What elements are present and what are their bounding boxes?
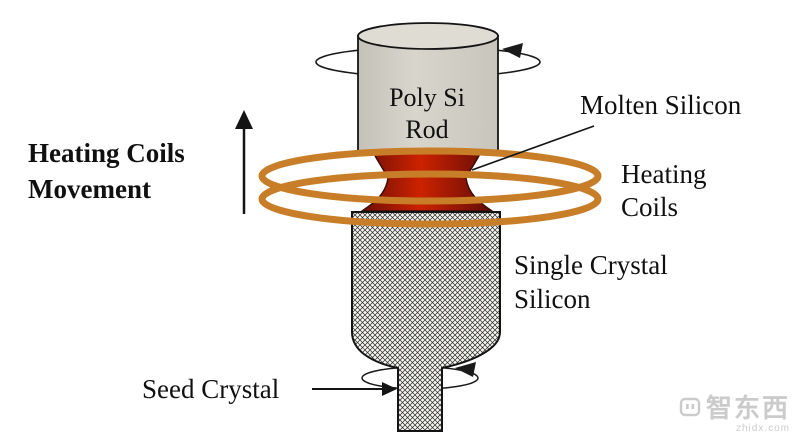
heating-coil-lower	[258, 170, 602, 228]
label-heating-coils-line1: Heating	[621, 159, 706, 189]
seed-crystal-arrowhead	[382, 382, 397, 396]
label-poly-si-rod-line1: Poly Si	[389, 83, 465, 112]
watermark: 智东西 zhidx.com	[679, 388, 790, 434]
label-coil-movement-line1: Heating Coils	[28, 138, 185, 168]
label-coil-movement-line2: Movement	[28, 174, 151, 204]
watermark-logo-icon	[679, 397, 701, 416]
label-molten-silicon: Molten Silicon	[580, 90, 742, 120]
rod-top-face	[357, 22, 499, 50]
label-single-crystal-line1: Single Crystal	[514, 250, 668, 280]
label-single-crystal-line2: Silicon	[514, 284, 591, 314]
top-rotation-arrowhead	[502, 43, 523, 58]
label-seed-crystal: Seed Crystal	[142, 374, 279, 404]
bottom-rotation-arrowhead	[455, 362, 476, 377]
watermark-subtext: zhidx.com	[735, 423, 790, 434]
molten-pointer-line	[471, 125, 595, 171]
watermark-text: 智东西	[705, 394, 790, 423]
label-heating-coils-line2: Coils	[621, 192, 678, 222]
single-crystal-body	[351, 211, 501, 432]
heating-coil-upper	[258, 147, 602, 205]
coil-movement-arrowhead	[235, 110, 253, 129]
label-poly-si-rod-line2: Rod	[405, 115, 448, 144]
